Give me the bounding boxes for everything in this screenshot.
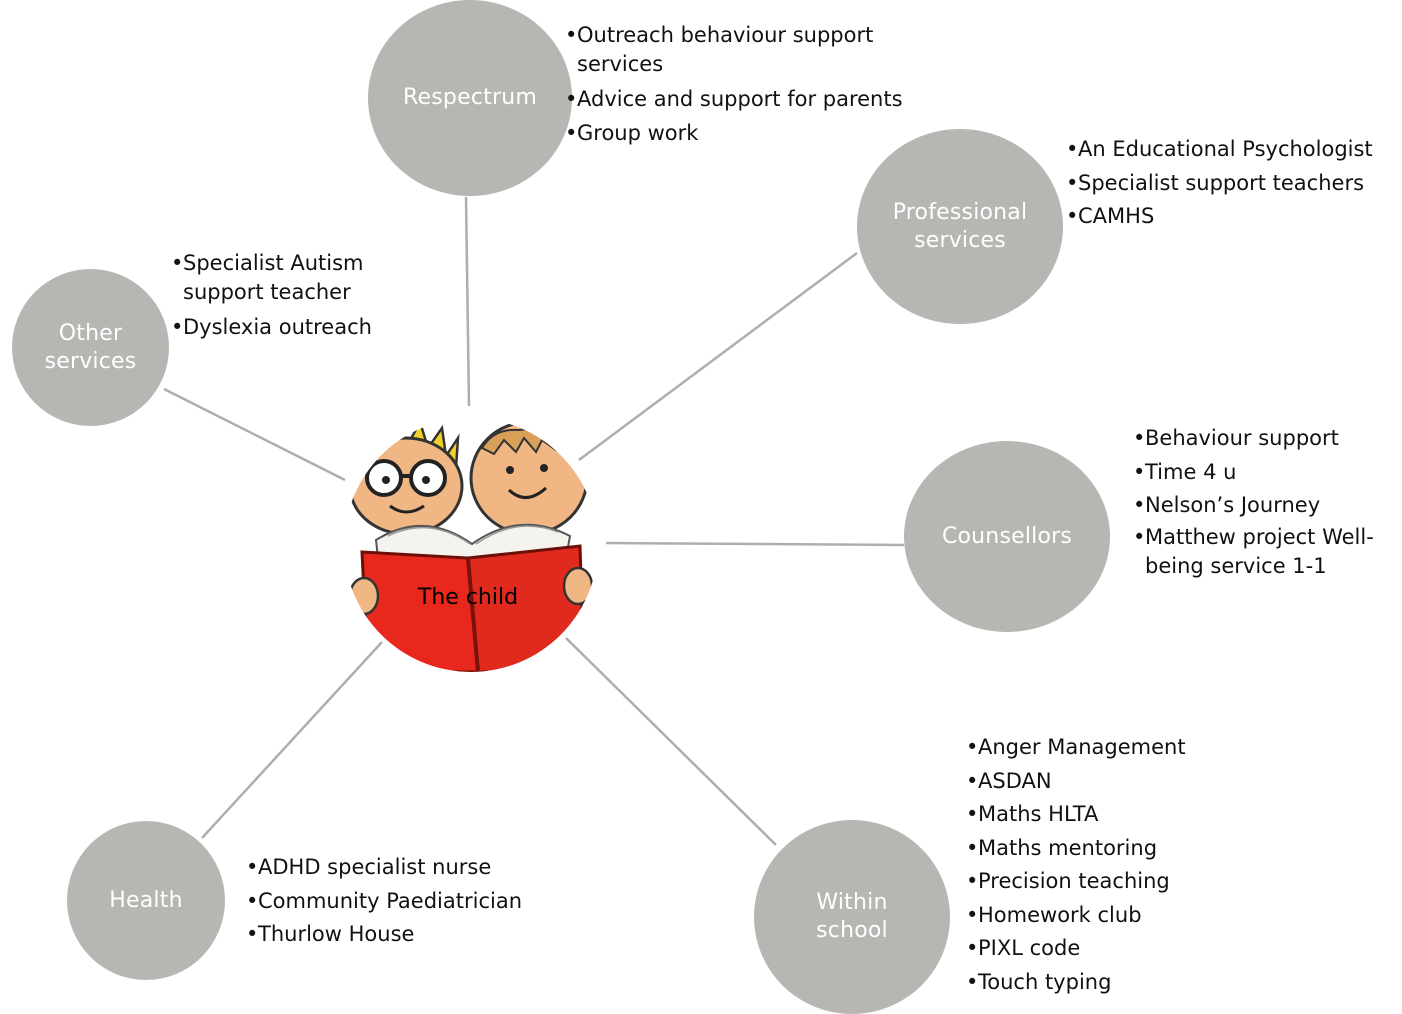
center-child-illustration: [344, 418, 598, 672]
connector-health: [201, 641, 383, 839]
list-item: Specialist Autism support teacher: [171, 249, 386, 307]
node-school-label-line2: school: [816, 918, 888, 943]
node-other-label-line2: services: [44, 348, 137, 374]
list-item: Matthew project Well-being service 1-1: [1133, 523, 1398, 581]
list-item: Maths mentoring: [966, 832, 1226, 866]
children-reading-illustration: [344, 418, 598, 672]
list-item: Touch typing: [966, 966, 1226, 1000]
connector-counsellors: [605, 541, 905, 547]
list-item: Advice and support for parents: [565, 83, 925, 117]
node-professional-label-line2: services: [914, 227, 1006, 253]
list-item: ASDAN: [966, 765, 1226, 799]
list-item: Maths HLTA: [966, 798, 1226, 832]
node-counsellors-label: Counsellors: [941, 523, 1073, 549]
node-health: Health: [67, 821, 225, 980]
connector-school: [565, 637, 777, 846]
node-health-label: Health: [109, 887, 183, 913]
node-respectrum-label: Respectrum: [403, 85, 537, 110]
list-item: Specialist support teachers: [1066, 167, 1396, 201]
list-item: An Educational Psychologist: [1066, 133, 1396, 167]
node-respectrum: Respectrum: [368, 0, 572, 196]
node-other-label-line1: Other: [58, 320, 123, 346]
node-professional-label-line1: Professional: [892, 199, 1028, 225]
node-other-services: Other services: [12, 269, 169, 426]
list-item: Time 4 u: [1133, 456, 1398, 490]
center-label: The child: [417, 585, 519, 610]
list-item: Anger Management: [966, 731, 1226, 765]
connector-respectrum: [464, 196, 471, 407]
node-professional-services: Professional services: [857, 129, 1063, 324]
list-item: Thurlow House: [246, 918, 566, 952]
node-counsellors: Counsellors: [904, 441, 1110, 632]
list-item: Precision teaching: [966, 865, 1226, 899]
list-item: PIXL code: [966, 932, 1226, 966]
respectrum-list: Outreach behaviour support services Advi…: [565, 21, 925, 150]
health-list: ADHD specialist nurse Community Paediatr…: [246, 851, 566, 952]
node-within-school: Within school: [754, 820, 950, 1014]
list-item: Dyslexia outreach: [171, 311, 386, 345]
other-services-list: Specialist Autism support teacher Dyslex…: [171, 249, 386, 345]
list-item: Behaviour support: [1133, 422, 1398, 456]
counsellors-list: Behaviour support Time 4 u Nelson’s Jour…: [1133, 422, 1398, 585]
connector-professional: [578, 251, 858, 462]
connector-other: [163, 387, 346, 482]
list-item: Community Paediatrician: [246, 885, 566, 919]
node-school-label-line1: Within: [816, 890, 888, 915]
list-item: CAMHS: [1066, 200, 1396, 234]
list-item: Nelson’s Journey: [1133, 489, 1398, 523]
within-school-list: Anger Management ASDAN Maths HLTA Maths …: [966, 731, 1226, 999]
list-item: ADHD specialist nurse: [246, 851, 566, 885]
professional-services-list: An Educational Psychologist Specialist s…: [1066, 133, 1396, 234]
list-item: Homework club: [966, 899, 1226, 933]
list-item: Group work: [565, 117, 925, 151]
list-item: Outreach behaviour support services: [565, 21, 925, 79]
